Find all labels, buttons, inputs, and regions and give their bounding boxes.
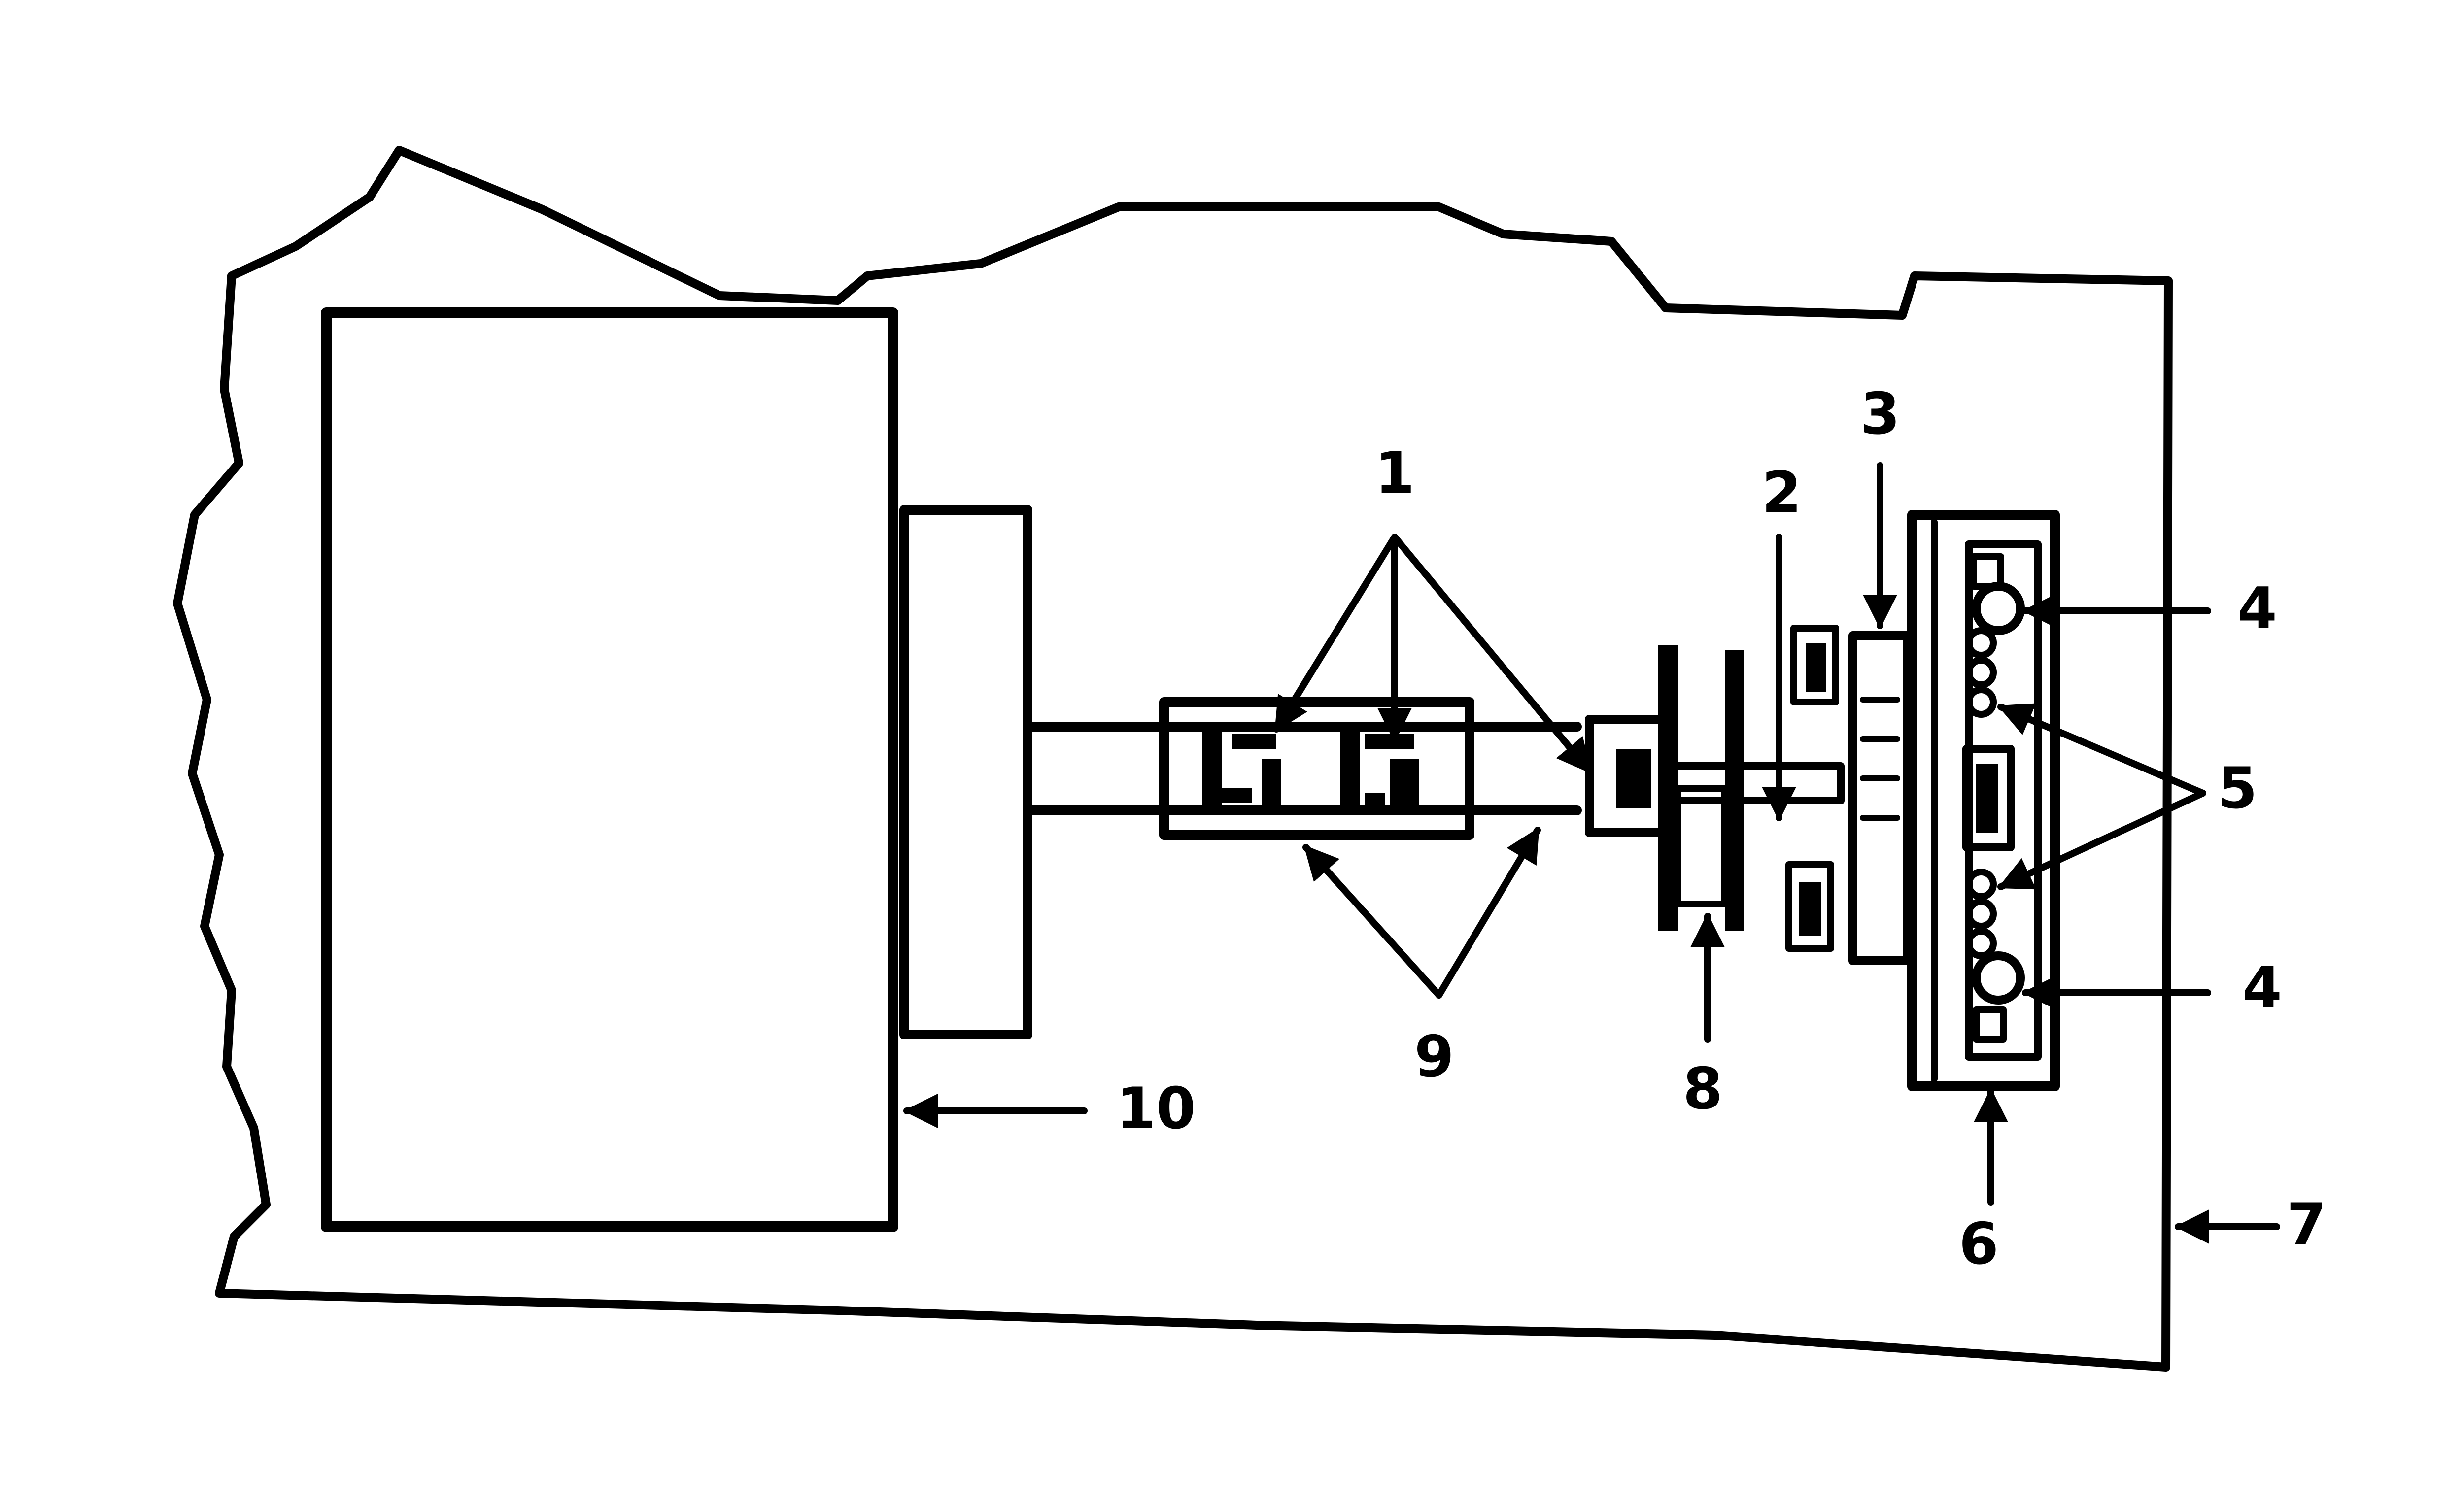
motor-body bbox=[321, 307, 898, 1232]
leader-lines bbox=[903, 462, 2280, 1244]
upper-bracket bbox=[1790, 625, 1839, 705]
roller-column-lower bbox=[1965, 869, 1997, 959]
label-8: 8 bbox=[1683, 1056, 1723, 1122]
housing-outline bbox=[173, 146, 2173, 1372]
label-7: 7 bbox=[2287, 1191, 2327, 1258]
roller-column-upper bbox=[1965, 627, 1997, 718]
lower-bracket bbox=[1785, 861, 1834, 952]
pulley-hub bbox=[1675, 785, 1728, 907]
clamp-upper bbox=[1970, 553, 2025, 635]
label-1: 1 bbox=[1375, 440, 1415, 506]
label-9: 9 bbox=[1414, 1024, 1454, 1090]
label-6: 6 bbox=[1959, 1211, 1999, 1277]
label-3: 3 bbox=[1860, 381, 1900, 447]
motor-flange bbox=[899, 505, 1032, 1039]
coupling-housing bbox=[1159, 697, 1474, 840]
spindle bbox=[1659, 762, 1845, 804]
head-unit-frame bbox=[1907, 510, 2060, 1091]
bearing-block-inner bbox=[1616, 749, 1651, 808]
clamp-lower bbox=[1972, 951, 2025, 1043]
center-block bbox=[1962, 745, 2015, 851]
label-10: 10 bbox=[1116, 1075, 1196, 1142]
label-5: 5 bbox=[2218, 755, 2258, 822]
label-4-lower: 4 bbox=[2242, 955, 2282, 1021]
label-2: 2 bbox=[1762, 460, 1802, 526]
coupling-internals bbox=[1202, 729, 1419, 810]
mounting-plate bbox=[1848, 631, 1912, 965]
label-4-upper: 4 bbox=[2237, 575, 2277, 642]
